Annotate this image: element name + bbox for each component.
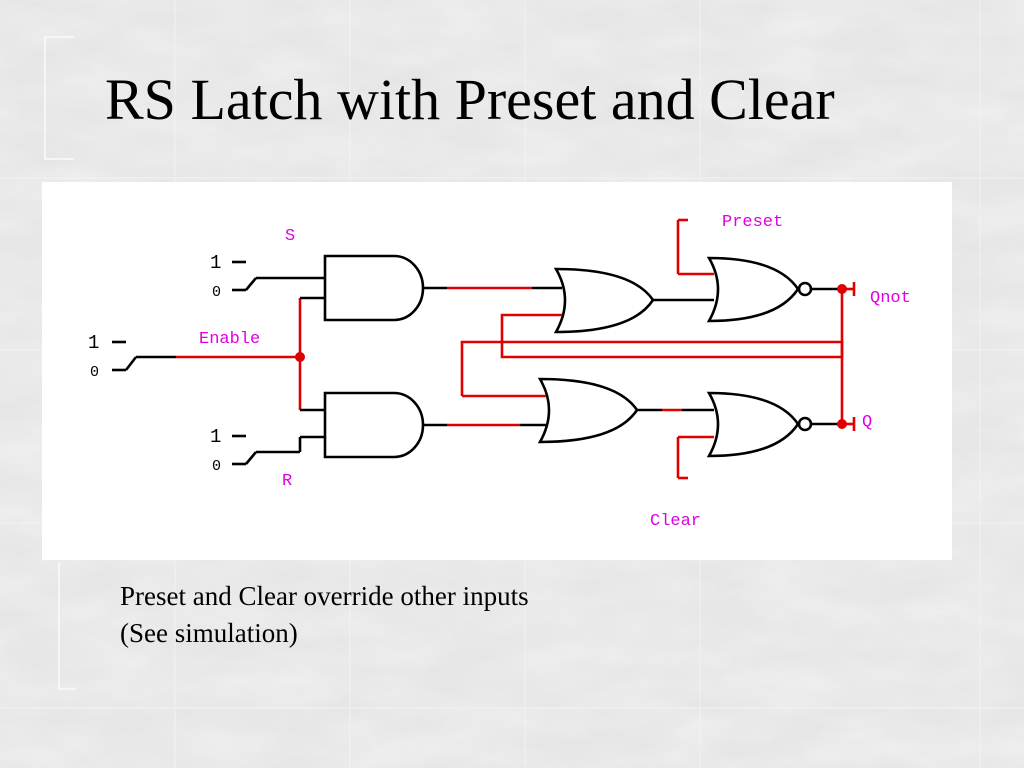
and-gate-top <box>323 254 425 322</box>
s-switch-low-label: 0 <box>212 284 221 301</box>
and-gate-bottom <box>323 391 425 459</box>
clear-label: Clear <box>650 512 701 531</box>
enable-input-switch[interactable] <box>112 340 300 372</box>
preset-label: Preset <box>722 213 783 232</box>
enable-switch-low-label: 0 <box>90 364 99 381</box>
clear-line[interactable] <box>676 435 714 480</box>
caption-line-2: (See simulation) <box>120 618 298 648</box>
r-switch-high-label: 1 <box>210 426 221 448</box>
nor-gate-top <box>706 256 800 323</box>
r-label: R <box>282 472 292 491</box>
q-label: Q <box>862 413 872 432</box>
caption-line-1: Preset and Clear override other inputs <box>120 581 529 611</box>
nor-gate-bottom <box>706 391 800 458</box>
r-input-switch[interactable] <box>232 434 325 466</box>
enable-switch-high-label: 1 <box>88 332 99 354</box>
decorative-bracket-top <box>44 36 74 160</box>
qnot-label: Qnot <box>870 289 911 308</box>
circuit-diagram-panel: 1 0 1 0 1 0 S Enable R Preset Clear Qnot… <box>42 182 952 560</box>
decorative-bracket-bottom <box>58 562 76 690</box>
enable-label: Enable <box>199 330 260 349</box>
or-gate-bottom <box>537 377 639 444</box>
s-switch-high-label: 1 <box>210 252 221 274</box>
or-gate-top <box>553 267 655 334</box>
rs-latch-circuit: 1 0 1 0 1 0 S Enable R Preset Clear Qnot… <box>88 213 911 531</box>
junction-dots <box>295 284 847 429</box>
preset-line[interactable] <box>676 218 714 276</box>
slide-caption: Preset and Clear override other inputs (… <box>120 578 529 652</box>
s-input-switch[interactable] <box>232 260 325 292</box>
r-switch-low-label: 0 <box>212 458 221 475</box>
s-label: S <box>285 227 295 246</box>
feedback-wires <box>460 288 844 425</box>
slide-title: RS Latch with Preset and Clear <box>105 67 835 132</box>
